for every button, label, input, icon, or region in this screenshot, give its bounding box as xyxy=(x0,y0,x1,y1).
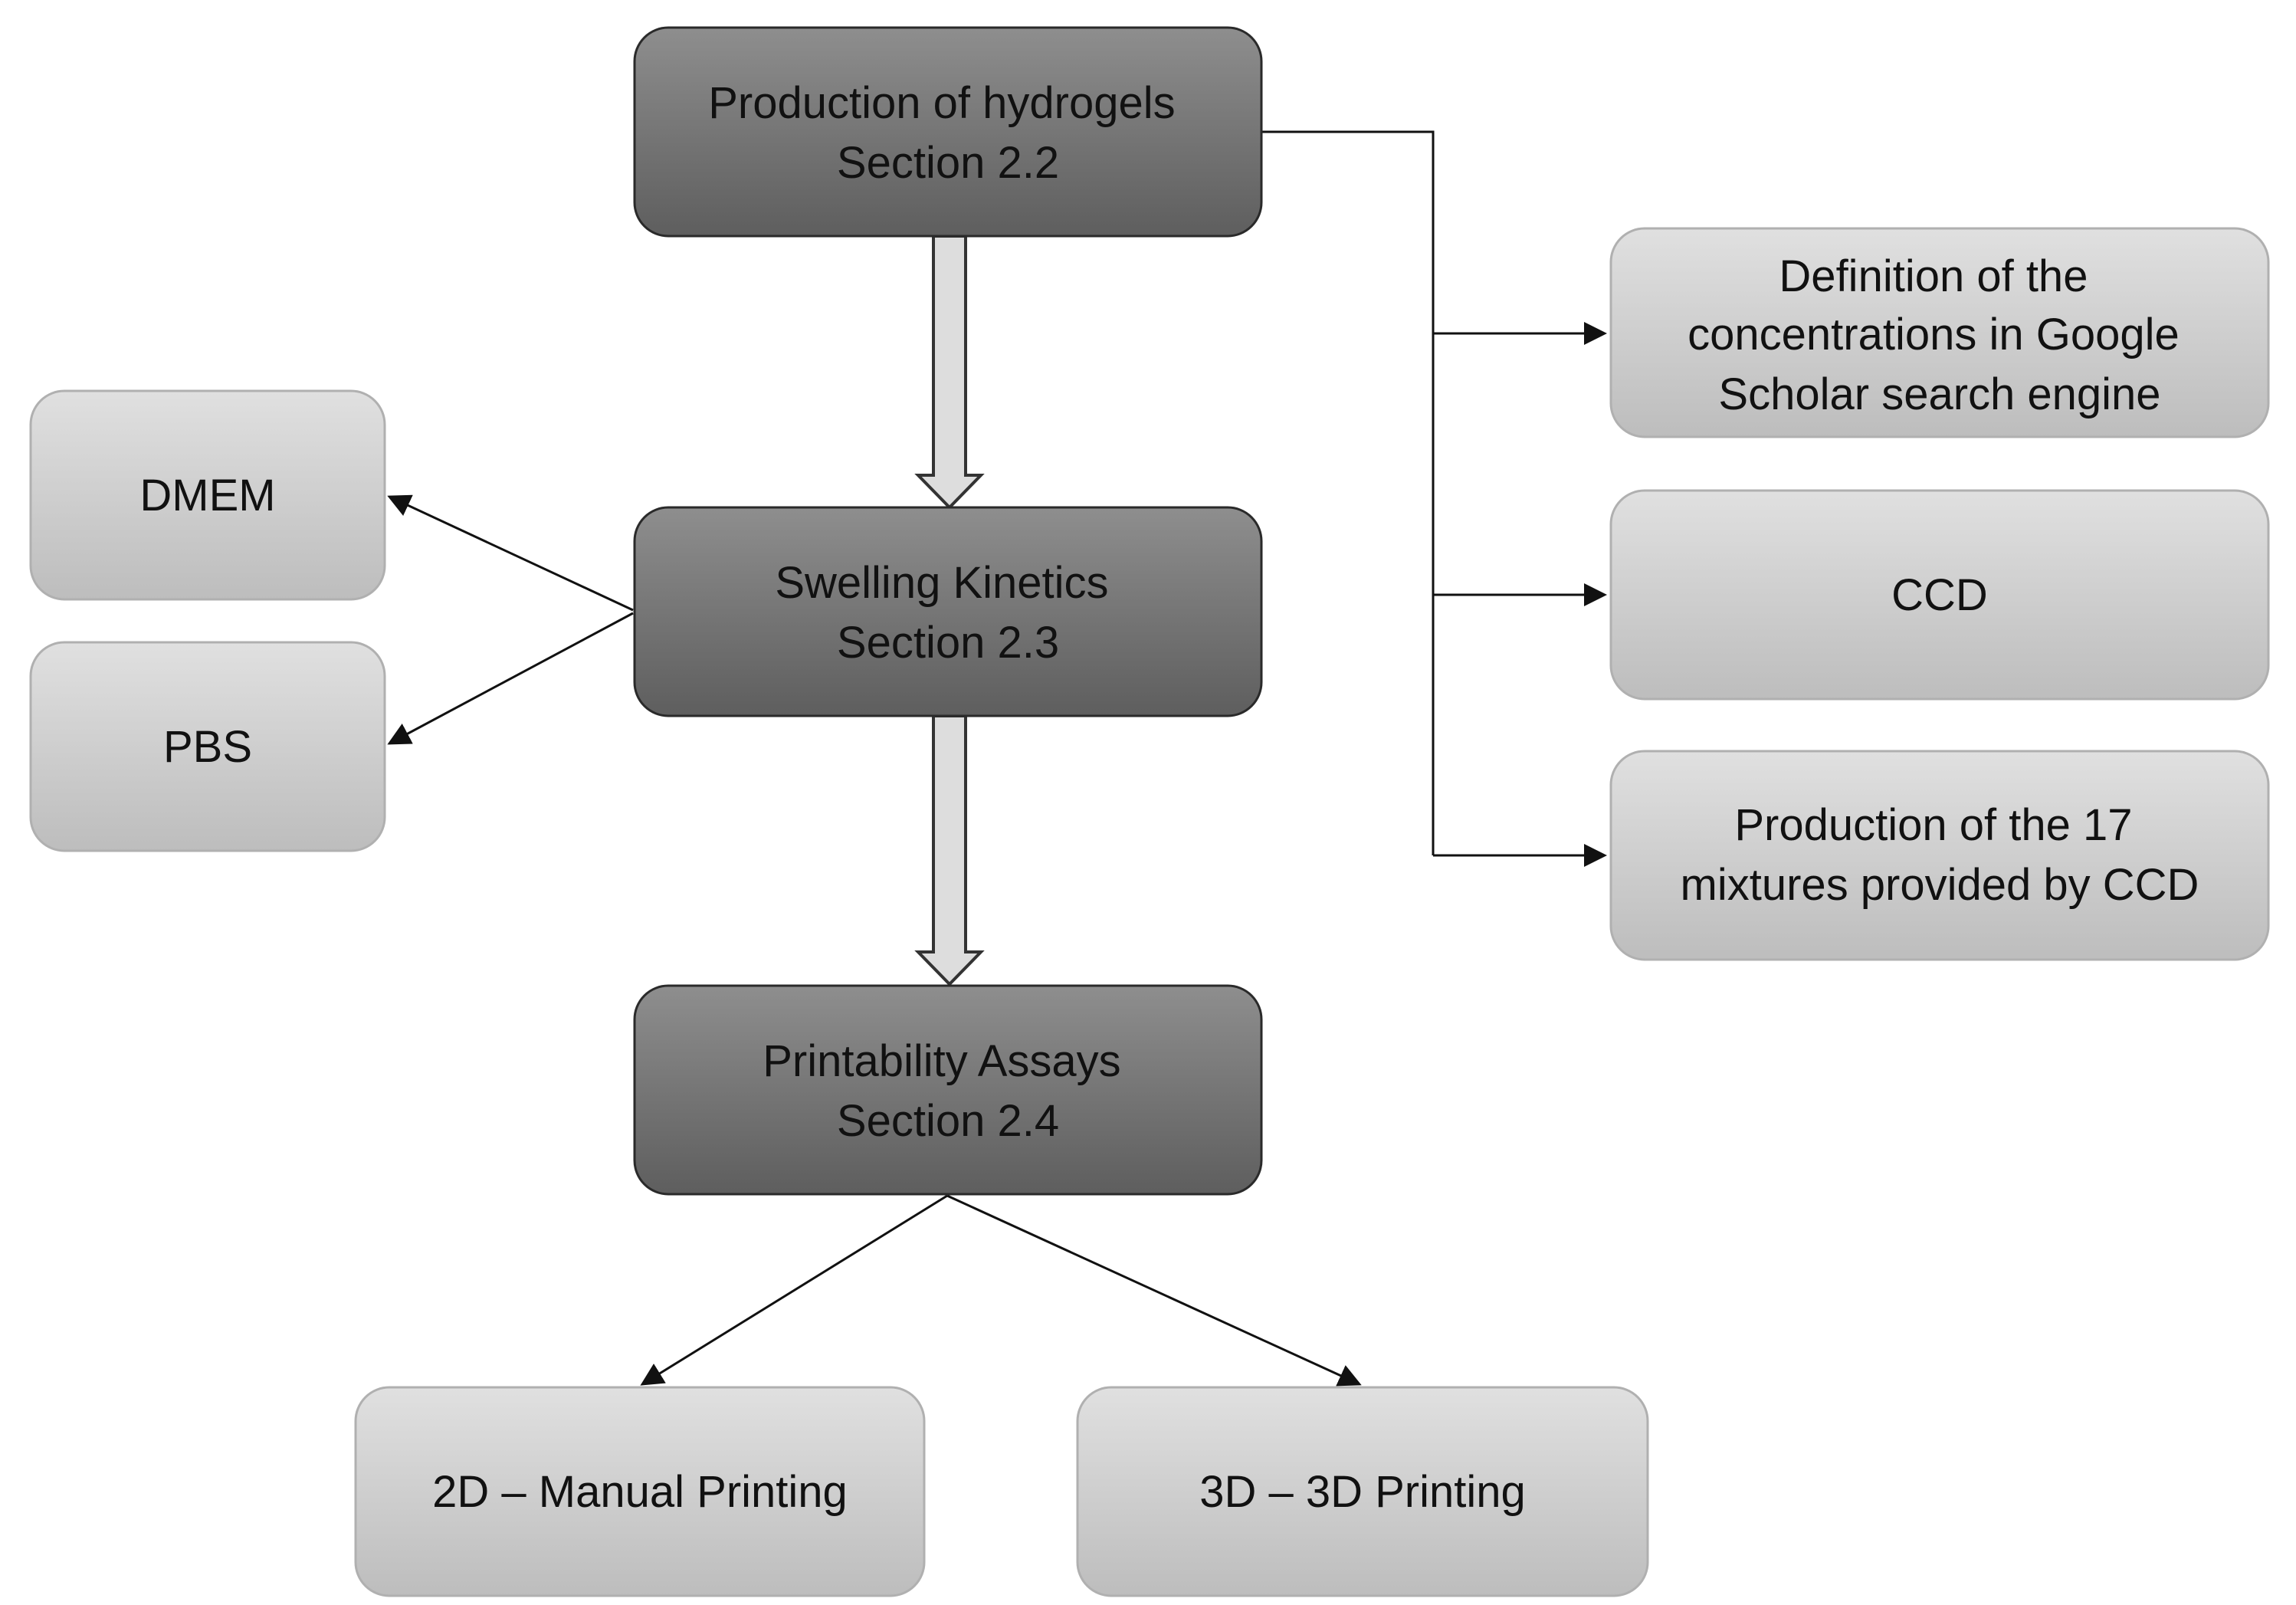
printability-section: Section 2.4 xyxy=(837,1096,1059,1146)
block-arrow-swelling-to-printability xyxy=(914,714,985,986)
mixtures-label: Production of the 17 mixtures provided b… xyxy=(1681,800,2199,910)
arrow-to-dmem xyxy=(387,494,634,612)
main-step-production: Production of hydrogels Section 2.2 xyxy=(633,26,1263,238)
3d-printing-box xyxy=(1076,1386,1649,1597)
ccd-box xyxy=(1609,489,2270,701)
definition-line-1: Definition of the xyxy=(1779,251,2088,301)
media-pbs: PBS xyxy=(29,641,386,852)
production-bracket-line xyxy=(1261,130,1435,855)
manual-printing-label: 2D – Manual Printing xyxy=(432,1467,848,1517)
mixtures-line-2: mixtures provided by CCD xyxy=(1681,860,2199,910)
production-label: Production of hydrogels Section 2.2 xyxy=(708,78,1188,188)
ccd-label: CCD xyxy=(1891,570,1988,620)
definition-box xyxy=(1609,227,2270,438)
swelling-box xyxy=(633,506,1263,717)
printability-label: Printability Assays Section 2.4 xyxy=(763,1036,1133,1146)
arrow-to-3d-printing xyxy=(946,1194,1362,1387)
dmem-box xyxy=(29,389,386,601)
arrow-to-pbs xyxy=(387,612,634,745)
detail-definition: Definition of the concentrations in Goog… xyxy=(1609,227,2270,438)
printability-box xyxy=(633,984,1263,1196)
mixtures-line-1: Production of the 17 xyxy=(1734,800,2132,850)
pbs-box xyxy=(29,641,386,852)
production-box xyxy=(633,26,1263,238)
arrow-to-manual-printing xyxy=(640,1194,948,1386)
block-arrows xyxy=(914,235,985,986)
pbs-label: PBS xyxy=(163,722,252,772)
manual-printing-box xyxy=(354,1386,926,1597)
swelling-title: Swelling Kinetics xyxy=(775,558,1108,608)
3d-printing-label: 3D – 3D Printing xyxy=(1199,1467,1526,1517)
main-step-printability: Printability Assays Section 2.4 xyxy=(633,984,1263,1196)
printability-title: Printability Assays xyxy=(763,1036,1120,1086)
swelling-label: Swelling Kinetics Section 2.3 xyxy=(775,558,1120,668)
definition-line-3: Scholar search engine xyxy=(1718,369,2160,419)
media-dmem: DMEM xyxy=(29,389,386,601)
connectors xyxy=(387,130,1607,1387)
definition-line-2: concentrations in Google xyxy=(1688,310,2180,359)
dmem-label: DMEM xyxy=(139,471,275,520)
method-manual-printing: 2D – Manual Printing xyxy=(354,1386,926,1597)
main-step-swelling: Swelling Kinetics Section 2.3 xyxy=(633,506,1263,717)
block-arrow-production-to-swelling xyxy=(914,235,985,510)
production-section: Section 2.2 xyxy=(837,138,1059,188)
mixtures-box xyxy=(1609,750,2270,961)
swelling-section: Section 2.3 xyxy=(837,618,1059,668)
detail-mixtures: Production of the 17 mixtures provided b… xyxy=(1609,750,2270,961)
detail-ccd: CCD xyxy=(1609,489,2270,701)
production-title: Production of hydrogels xyxy=(708,78,1175,128)
method-3d-printing: 3D – 3D Printing xyxy=(1076,1386,1649,1597)
definition-label: Definition of the concentrations in Goog… xyxy=(1688,251,2192,419)
